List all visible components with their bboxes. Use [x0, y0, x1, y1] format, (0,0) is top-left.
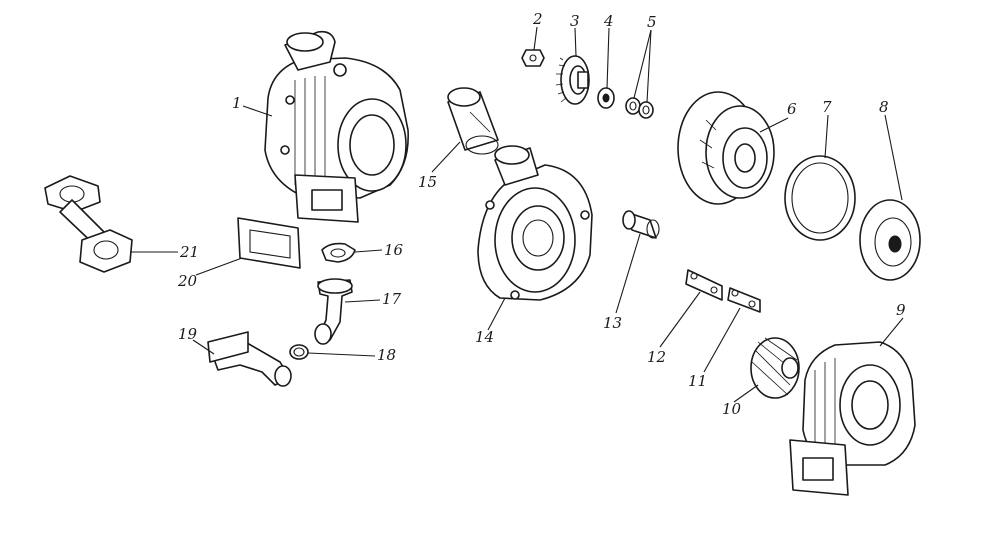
callout-6: 6 [787, 100, 797, 118]
part-8-plate [859, 199, 921, 281]
callout-10: 10 [722, 400, 742, 418]
part-18-ring [289, 344, 309, 360]
leader-5b [646, 29, 652, 103]
callout-15: 15 [418, 173, 437, 191]
part-17-oil-pipe [314, 278, 353, 345]
callout-5: 5 [647, 13, 657, 31]
leader-13 [615, 233, 641, 314]
leader-2 [533, 26, 538, 51]
leader-7 [824, 114, 829, 159]
part-19-elbow-pipe [207, 331, 292, 387]
part-6-bearing-housing [677, 91, 775, 205]
leader-4 [606, 27, 610, 89]
leader-20 [195, 257, 243, 276]
part-4-bushing [597, 87, 615, 109]
part-16-gasket [321, 242, 356, 263]
callout-8: 8 [879, 98, 889, 116]
part-12-lock-plate [685, 269, 723, 301]
part-5-washers [625, 97, 654, 119]
part-15-bushing [447, 87, 499, 155]
part-11-lock-plate [727, 287, 761, 313]
leader-8 [884, 114, 903, 201]
callout-3: 3 [570, 12, 580, 30]
leader-9 [879, 317, 904, 347]
part-2-nut [521, 49, 545, 67]
part-3-gear [555, 55, 590, 105]
leader-14 [487, 297, 506, 331]
leader-17 [344, 299, 381, 303]
leader-12 [659, 291, 701, 348]
part-20-gasket-plate [237, 217, 301, 269]
part-1-turbine-housing [264, 30, 409, 223]
callout-7: 7 [822, 98, 832, 116]
callout-20: 20 [177, 272, 198, 290]
callout-13: 13 [603, 314, 622, 332]
leader-3 [574, 27, 577, 57]
callout-21: 21 [179, 243, 199, 261]
leader-1 [242, 105, 273, 117]
leader-5a [633, 29, 652, 99]
callout-labels: 1 2 3 4 5 6 7 8 9 10 11 12 13 14 15 16 1… [177, 10, 906, 418]
callout-18: 18 [377, 346, 396, 364]
part-13-sleeve [622, 210, 660, 239]
callout-2: 2 [532, 10, 543, 28]
callout-17: 17 [382, 290, 402, 308]
callout-16: 16 [384, 241, 404, 259]
leader-10 [733, 384, 759, 403]
callout-4: 4 [603, 12, 614, 30]
leader-16 [354, 249, 383, 253]
part-9-turbine-housing [789, 341, 916, 496]
callout-19: 19 [178, 325, 198, 343]
part-7-seal-ring [784, 155, 856, 241]
leader-lines [130, 26, 904, 403]
callout-9: 9 [896, 301, 906, 319]
callout-14: 14 [475, 328, 494, 346]
part-21-exhaust-pipe [44, 175, 133, 273]
part-14-compressor-housing [477, 145, 593, 301]
callout-11: 11 [688, 372, 707, 390]
leader-11 [703, 307, 741, 373]
leader-15 [431, 141, 461, 173]
callout-12: 12 [647, 348, 666, 366]
leader-18 [307, 352, 376, 357]
part-10-turbine-wheel [750, 337, 800, 399]
leader-19 [192, 339, 215, 355]
callout-1: 1 [232, 94, 242, 112]
leader-6 [759, 117, 789, 133]
